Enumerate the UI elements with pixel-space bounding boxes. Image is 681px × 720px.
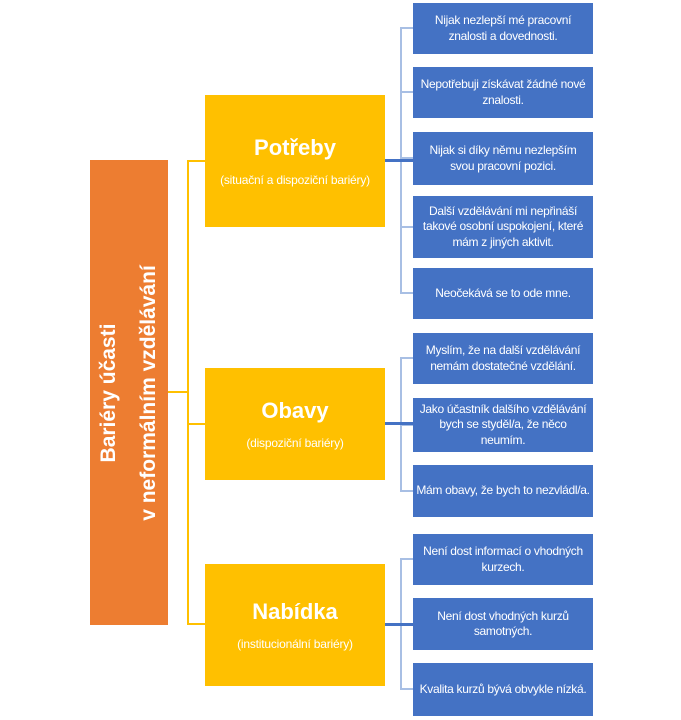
root-node: Bariéry účasti v neformálním vzdělávání: [90, 160, 168, 625]
leaf-node: Nijak si díky němu nezlepším svou pracov…: [413, 132, 593, 185]
leaf-text: Nijak nezlepší mé pracovní znalosti a do…: [434, 13, 572, 43]
root-title-line2: v neformálním vzdělávání: [137, 264, 160, 521]
leaf-text: Jako účastník dalšího vzdělávání bych se…: [419, 401, 587, 447]
leaf-text: Nijak si díky němu nezlepším svou pracov…: [429, 143, 577, 173]
category-node-nabidka: Nabídka (institucionální bariéry): [205, 564, 385, 686]
category-subtitle: (institucionální bariéry): [237, 636, 353, 651]
leaf-text: Kvalita kurzů bývá obvykle nízká.: [419, 681, 587, 696]
connector-line: [400, 558, 413, 560]
category-title: Nabídka: [252, 598, 338, 624]
connector-line: [385, 159, 413, 162]
root-title-line1: Bariéry účasti: [97, 323, 120, 462]
connector-line: [187, 623, 205, 625]
leaf-text: Neočekává se to ode mne.: [435, 285, 571, 300]
leaf-node: Další vzdělávání mi nepřináší takové oso…: [413, 196, 593, 258]
leaf-node: Nepotřebuji získávat žádné nové znalosti…: [413, 67, 593, 118]
category-title: Obavy: [261, 397, 329, 423]
leaf-text: Další vzdělávání mi nepřináší takové oso…: [422, 203, 584, 249]
connector-line: [400, 292, 413, 294]
leaf-text: Mám obavy, že bych to nezvládl/a.: [416, 483, 590, 498]
connector-line: [187, 423, 205, 425]
category-subtitle: (situační a dispoziční bariéry): [220, 172, 370, 187]
connector-line: [400, 357, 413, 359]
connector-line: [187, 160, 189, 625]
leaf-node: Neočekává se to ode mne.: [413, 268, 593, 319]
leaf-node: Nijak nezlepší mé pracovní znalosti a do…: [413, 3, 593, 54]
connector-line: [385, 422, 413, 425]
leaf-text: Není dost informací o vhodných kurzech.: [423, 544, 583, 574]
leaf-text: Nepotřebuji získávat žádné nové znalosti…: [420, 77, 586, 107]
connector-line: [187, 160, 205, 162]
connector-line: [400, 424, 413, 426]
category-title: Potřeby: [254, 134, 336, 160]
leaf-text: Myslím, že na další vzdělávání nemám dos…: [425, 343, 581, 373]
leaf-node: Myslím, že na další vzdělávání nemám dos…: [413, 333, 593, 384]
root-title: Bariéry účasti v neformálním vzdělávání: [89, 265, 169, 521]
connector-line: [168, 391, 188, 393]
connector-line: [400, 157, 413, 159]
connector-line: [400, 688, 413, 690]
connector-line: [400, 91, 413, 93]
leaf-node: Není dost vhodných kurzů samotných.: [413, 598, 593, 650]
connector-line: [385, 623, 413, 626]
connector-line: [400, 27, 413, 29]
leaf-node: Není dost informací o vhodných kurzech.: [413, 534, 593, 585]
leaf-node: Kvalita kurzů bývá obvykle nízká.: [413, 663, 593, 716]
connector-line: [400, 226, 413, 228]
connector-line: [400, 490, 413, 492]
category-subtitle: (dispoziční bariéry): [246, 435, 344, 450]
leaf-text: Není dost vhodných kurzů samotných.: [437, 608, 569, 639]
leaf-node: Mám obavy, že bych to nezvládl/a.: [413, 465, 593, 517]
category-node-obavy: Obavy (dispoziční bariéry): [205, 368, 385, 480]
category-node-potreby: Potřeby (situační a dispoziční bariéry): [205, 95, 385, 227]
leaf-node: Jako účastník dalšího vzdělávání bych se…: [413, 398, 593, 452]
